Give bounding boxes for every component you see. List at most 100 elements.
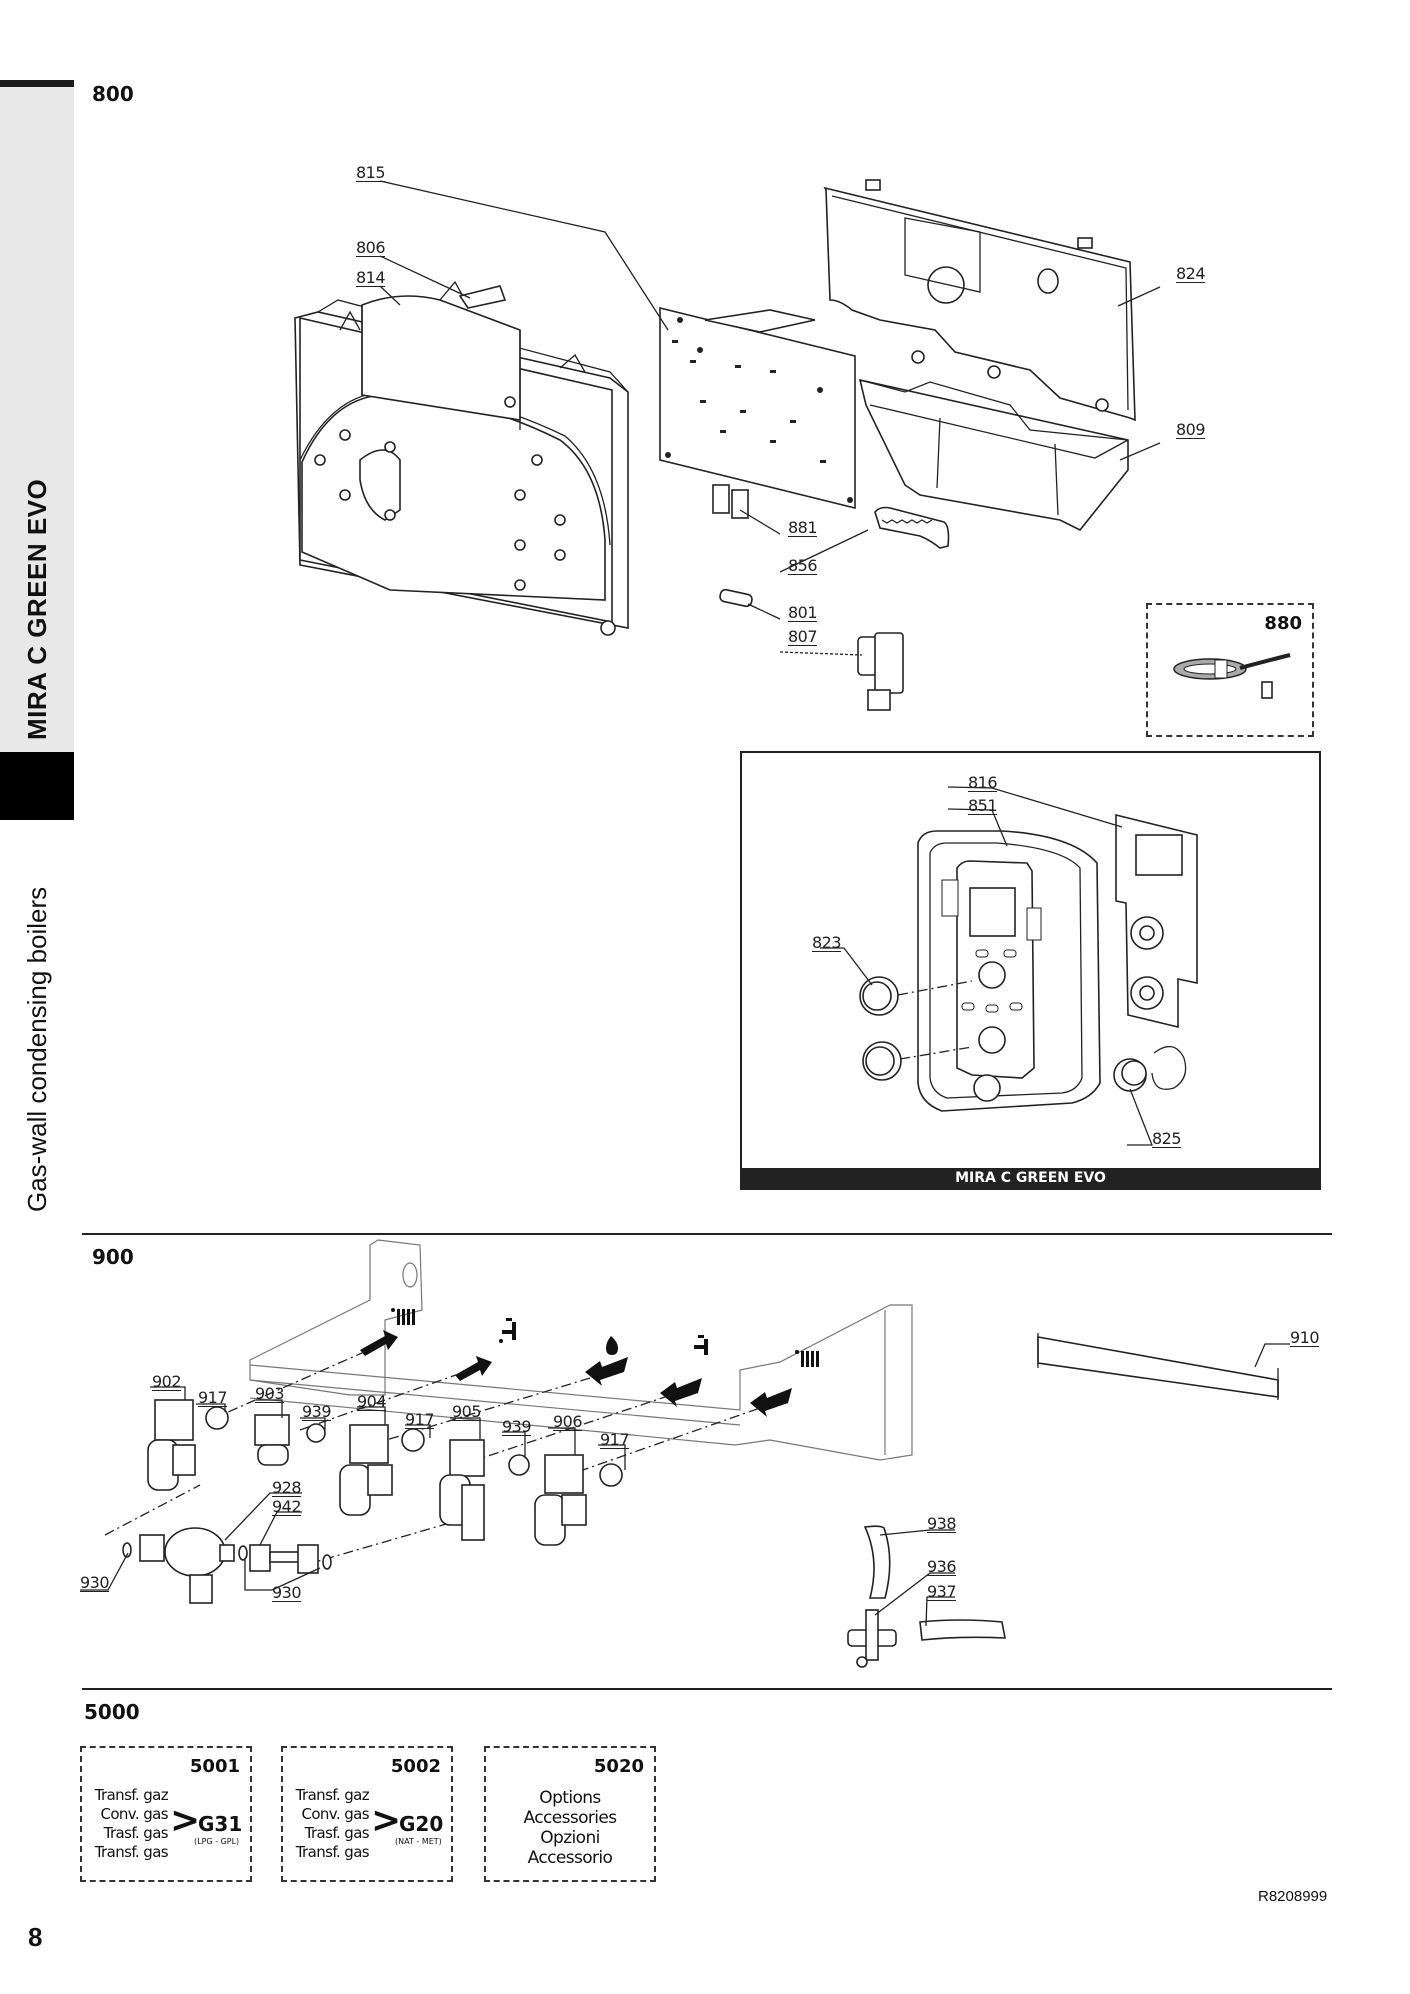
callout-809: 809 — [1176, 420, 1206, 439]
callout-910: 910 — [1290, 1328, 1320, 1347]
callout-823: 823 — [812, 933, 842, 952]
kit-box-5002: 5002 Transf. gaz Conv. gas Trasf. gas Tr… — [281, 1746, 453, 1882]
gas-type: G31 — [198, 1812, 243, 1836]
callout-937: 937 — [927, 1582, 957, 1601]
kit-number: 5020 — [593, 1756, 644, 1777]
flow-arrows — [360, 1330, 792, 1417]
callout-856: 856 — [788, 556, 818, 575]
side-top-bar — [0, 80, 74, 87]
hose-937-drawing — [919, 1619, 1006, 1641]
tray-809-drawing — [858, 378, 1129, 532]
callout-815: 815 — [356, 163, 386, 182]
callout-939-b: 939 — [502, 1417, 532, 1436]
callout-902: 902 — [152, 1372, 182, 1391]
fuse-801-drawing — [719, 588, 753, 608]
callout-807: 807 — [788, 627, 818, 646]
kit-conversion-labels: Transf. gaz Conv. gas Trasf. gas Transf.… — [86, 1786, 169, 1862]
callout-928: 928 — [272, 1478, 302, 1497]
relays-881-drawing — [712, 484, 749, 519]
valve-904 — [339, 1424, 425, 1516]
callout-936: 936 — [927, 1557, 957, 1576]
callout-930-b: 930 — [272, 1583, 302, 1602]
section-divider-5000 — [82, 1688, 1332, 1690]
side-band — [0, 80, 74, 820]
tap-icon-2 — [694, 1335, 708, 1355]
tee-936-drawing — [847, 1609, 897, 1668]
callout-801: 801 — [788, 603, 818, 622]
kit-line: Trasf. gas — [304, 1824, 370, 1842]
callout-917-a: 917 — [198, 1388, 228, 1407]
page-number: 8 — [28, 1922, 43, 1952]
callout-930-a: 930 — [80, 1573, 110, 1592]
document-reference: R8208999 — [1258, 1888, 1328, 1905]
kit-options-labels: Options Accessories Opzioni Accessorio — [486, 1788, 654, 1868]
callout-824: 824 — [1176, 264, 1206, 283]
kit-line: Trasf. gas — [103, 1824, 169, 1842]
handle-856-drawing — [874, 506, 950, 549]
tap-icon-1 — [499, 1318, 516, 1343]
frame-housing — [294, 280, 629, 636]
kit-number: 5002 — [390, 1756, 441, 1777]
side-model-label: MIRA C GREEN EVO — [22, 478, 52, 740]
arrow-greater-icon: > — [170, 1800, 201, 1841]
gas-type-note: (LPG - GPL) — [194, 1837, 240, 1846]
callout-814: 814 — [356, 268, 386, 287]
callout-904: 904 — [357, 1392, 387, 1411]
kit-line: Options — [539, 1788, 601, 1808]
kit-line: Accessories — [523, 1808, 617, 1828]
callout-906: 906 — [553, 1412, 583, 1431]
callout-806: 806 — [356, 238, 386, 257]
kit-line: Transf. gas — [94, 1843, 169, 1861]
kit-line: Transf. gaz — [94, 1786, 169, 1804]
control-panel-caption: MIRA C GREEN EVO — [742, 1168, 1319, 1188]
callout-917-c: 917 — [600, 1430, 630, 1449]
hose-938-drawing — [863, 1525, 891, 1599]
kit-box-5020: 5020 Options Accessories Opzioni Accesso… — [484, 1746, 656, 1882]
accessory-box-880: 880 — [1146, 603, 1314, 737]
cover-824-drawing — [823, 179, 1136, 422]
valve-902 — [147, 1399, 229, 1491]
callout-903: 903 — [255, 1384, 285, 1403]
control-panel-drawing — [820, 786, 1198, 1146]
control-panel-box: 816 851 823 825 MIRA C GREEN EVO — [740, 751, 1321, 1190]
arrow-greater-icon: > — [371, 1800, 402, 1841]
section-divider-900 — [82, 1233, 1332, 1235]
side-black-block — [0, 752, 74, 820]
valve-906 — [534, 1454, 623, 1546]
callout-942: 942 — [272, 1497, 302, 1516]
callout-881: 881 — [788, 518, 818, 537]
filter-928 — [139, 1527, 235, 1604]
radiator-icon-1 — [391, 1308, 415, 1325]
valve-903 — [254, 1414, 326, 1466]
callout-917-b: 917 — [405, 1410, 435, 1429]
kit-line: Transf. gas — [295, 1843, 370, 1861]
assembly-axis-lines — [104, 1344, 761, 1566]
kit-line: Conv. gas — [301, 1805, 369, 1823]
wiring-harness-icon — [1166, 645, 1286, 705]
callout-816: 816 — [968, 773, 998, 792]
kit-line: Accessorio — [527, 1848, 613, 1868]
kit-line: Conv. gas — [100, 1805, 168, 1823]
side-category-label: Gas-wall condensing boilers — [22, 886, 52, 1212]
leader-lines-800 — [379, 180, 1161, 656]
section-5000-title: 5000 — [84, 1700, 140, 1724]
callout-851: 851 — [968, 796, 998, 815]
callout-939-a: 939 — [302, 1402, 332, 1421]
accessory-box-number: 880 — [1264, 613, 1302, 634]
section-800-title: 800 — [92, 82, 134, 106]
kit-line: Transf. gaz — [295, 1786, 370, 1804]
fitting-942 — [122, 1542, 332, 1574]
callout-938: 938 — [927, 1514, 957, 1533]
gas-type-note: (NAT - MET) — [395, 1837, 442, 1846]
kit-box-5001: 5001 Transf. gaz Conv. gas Trasf. gas Tr… — [80, 1746, 252, 1882]
valve-905 — [439, 1439, 530, 1541]
gas-type: G20 — [399, 1812, 444, 1836]
gas-flame-icon — [606, 1336, 618, 1355]
callout-905: 905 — [452, 1402, 482, 1421]
kit-line: Opzioni — [540, 1828, 600, 1848]
kit-number: 5001 — [189, 1756, 240, 1777]
bracket-910-drawing — [1037, 1333, 1279, 1400]
kit-conversion-labels: Transf. gaz Conv. gas Trasf. gas Transf.… — [287, 1786, 370, 1862]
component-807-drawing — [857, 632, 904, 711]
radiator-icon-2 — [795, 1350, 819, 1367]
